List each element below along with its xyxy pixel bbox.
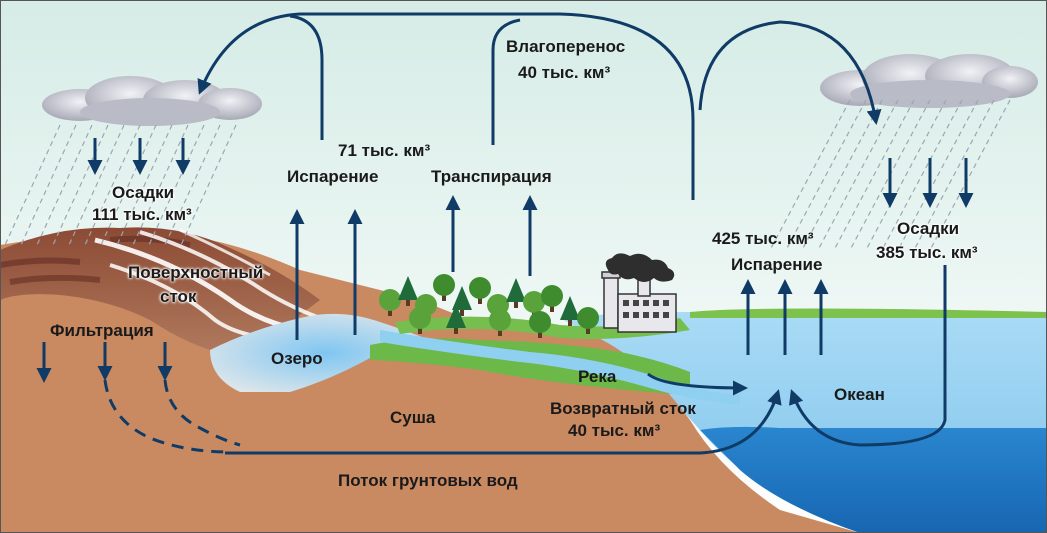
tree-icon [577,307,599,334]
ocean-circulation-arrow [789,265,947,447]
label-infiltration: Фильтрация [50,321,154,340]
label-precip-ocean: Осадки [897,219,960,238]
rain-streak [881,99,963,251]
tree-icon [409,307,431,334]
label-surface-runoff-2: сток [160,287,197,306]
rain-streak [68,124,125,246]
label-river: Река [578,367,617,386]
return-flow-arrow [647,372,748,396]
groundwater-dashed-1 [103,379,231,454]
label-land: Суша [390,408,436,427]
rain-streak [100,124,157,246]
rain-streak [132,124,189,246]
label-return-flow-value: 40 тыс. км³ [568,421,661,440]
rain-streak [52,124,109,246]
tree-icon [446,304,466,334]
rain-streak [833,99,915,251]
groundwater-dashed-2 [163,379,241,447]
rain-streak [36,124,93,246]
tree-icon [506,278,526,308]
flow-arrows [36,12,974,455]
label-precip-land: Осадки [112,183,175,202]
label-surface-runoff-1: Поверхностный [128,263,264,282]
moisture-transfer-ocean-arrow [698,20,882,125]
moisture-transfer-branch-2 [491,18,521,145]
moisture-transfer-arrow [197,12,695,200]
rain-streak [84,124,141,246]
rain-streaks [4,99,1011,251]
ocean-body [560,308,1047,533]
moisture-transfer-branch [289,14,324,140]
rain-streak [897,99,979,251]
label-precip-land-value: 111 тыс. км³ [92,205,192,224]
label-transpiration: Транспирация [431,167,552,186]
rain-streak [929,99,1011,251]
tree-icon [452,286,472,316]
rain-streak [116,124,173,246]
label-groundwater-flow: Поток грунтовых вод [338,471,518,490]
label-moisture-transfer: Влагоперенос [506,37,626,56]
tree-icon [433,274,455,301]
label-ocean: Океан [834,385,885,404]
tree-icon [541,285,563,312]
label-land-evap-value: 71 тыс. км³ [338,141,431,160]
rain-streak [4,124,61,246]
rain-streak [817,99,899,251]
label-return-flow: Возвратный сток [550,399,696,418]
label-moisture-transfer-value: 40 тыс. км³ [518,63,611,82]
tree-icon [398,276,418,306]
rain-streak [865,99,947,251]
label-evaporation-land: Испарение [287,167,379,186]
label-precip-ocean-value: 385 тыс. км³ [876,243,978,262]
tree-icon [379,289,401,316]
tree-icon [560,296,580,326]
tree-icon [489,309,511,336]
rain-streak [785,99,867,251]
rain-streak [769,99,851,251]
mountain [0,227,321,355]
cloud-icon [820,54,1038,108]
label-lake: Озеро [271,349,323,368]
rain-streak [913,99,995,251]
forest [379,274,599,338]
factory-icon [601,253,677,333]
groundwater-flow-arrow [225,389,782,455]
label-evaporation-ocean: Испарение [731,255,823,274]
label-ocean-evap-value: 425 тыс. км³ [712,229,814,248]
rain-streak [148,124,205,246]
tree-icon [529,311,551,338]
rain-streak [164,124,221,246]
rain-streak [801,99,883,251]
rain-streak [20,124,77,246]
tree-icon [469,277,491,304]
rain-streak [180,124,237,246]
